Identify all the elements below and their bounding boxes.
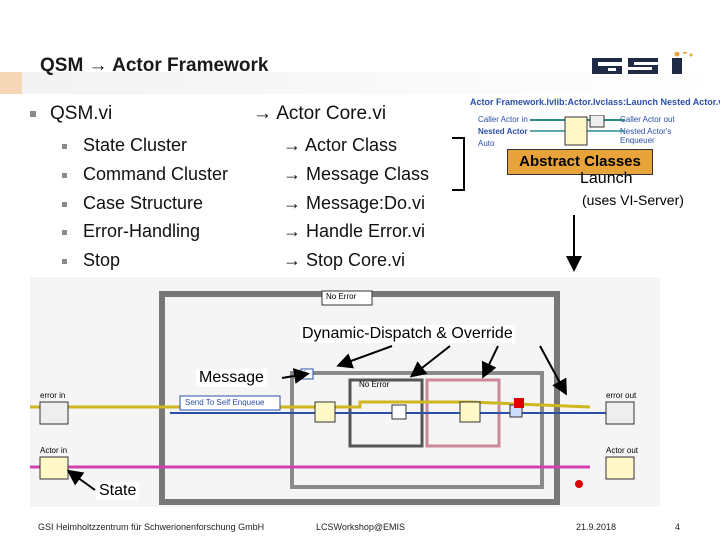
title-accent [0, 72, 22, 94]
term-enqueuer: Nested Actor's Enqueuer [620, 127, 672, 145]
error-in-terminal: error in [40, 391, 66, 400]
left-item-1: State Cluster [62, 135, 187, 156]
state-label: State [96, 482, 140, 500]
footer-org: GSI Helmholtzzentrum für Schwerionenfors… [38, 522, 265, 532]
actor-out-terminal: Actor out [606, 446, 639, 455]
bracket [452, 137, 465, 191]
title-bar [0, 72, 720, 94]
footer-date: 21.9.2018 [576, 522, 617, 532]
case-selector-top: No Error [326, 292, 357, 301]
left-item-2: Command Cluster [62, 164, 228, 185]
send-to-self-node: Send To Self Enqueue [185, 398, 265, 407]
term-auto: Auto [478, 139, 495, 148]
left-heading: QSM.vi [30, 103, 112, 125]
footer: GSI Helmholtzzentrum für Schwerionenfors… [0, 518, 720, 540]
vi-server-label: (uses VI-Server) [582, 192, 684, 208]
vi-path: Actor Framework.lvlib:Actor.lvclass:Laun… [470, 97, 720, 107]
left-item-4: Error-Handling [62, 221, 200, 242]
slide-title: QSM → Actor Framework [40, 55, 269, 76]
right-item-3: → Message:Do.vi [283, 193, 426, 213]
launch-vi-snippet: Actor Framework.lvlib:Actor.lvclass:Laun… [470, 97, 720, 157]
right-item-5: → Stop Core.vi [283, 250, 406, 270]
footer-page: 4 [675, 522, 681, 532]
actor-in-terminal: Actor in [40, 446, 68, 455]
dispatch-label: Dynamic-Dispatch & Override [300, 325, 515, 343]
left-item-5: Stop [62, 250, 120, 271]
term-caller-out: Caller Actor out [620, 115, 675, 124]
term-caller-in: Caller Actor in [478, 115, 528, 124]
right-heading: → Actor Core.vi [253, 103, 387, 124]
launch-label: Launch [580, 170, 633, 187]
right-item-4: → Handle Error.vi [283, 221, 426, 241]
error-out-terminal: error out [606, 391, 637, 400]
footer-event: LCSWorkshop@EMIS [316, 522, 405, 532]
right-item-1: → Actor Class [283, 135, 398, 155]
bullet-icon [30, 110, 36, 117]
right-item-2: → Message Class [283, 164, 430, 184]
abstract-classes-label: Abstract Classes [507, 149, 653, 175]
term-nested: Nested Actor [478, 127, 528, 136]
message-label: Message [196, 369, 267, 387]
case-selector-inner: No Error [359, 380, 390, 389]
left-item-3: Case Structure [62, 193, 203, 214]
